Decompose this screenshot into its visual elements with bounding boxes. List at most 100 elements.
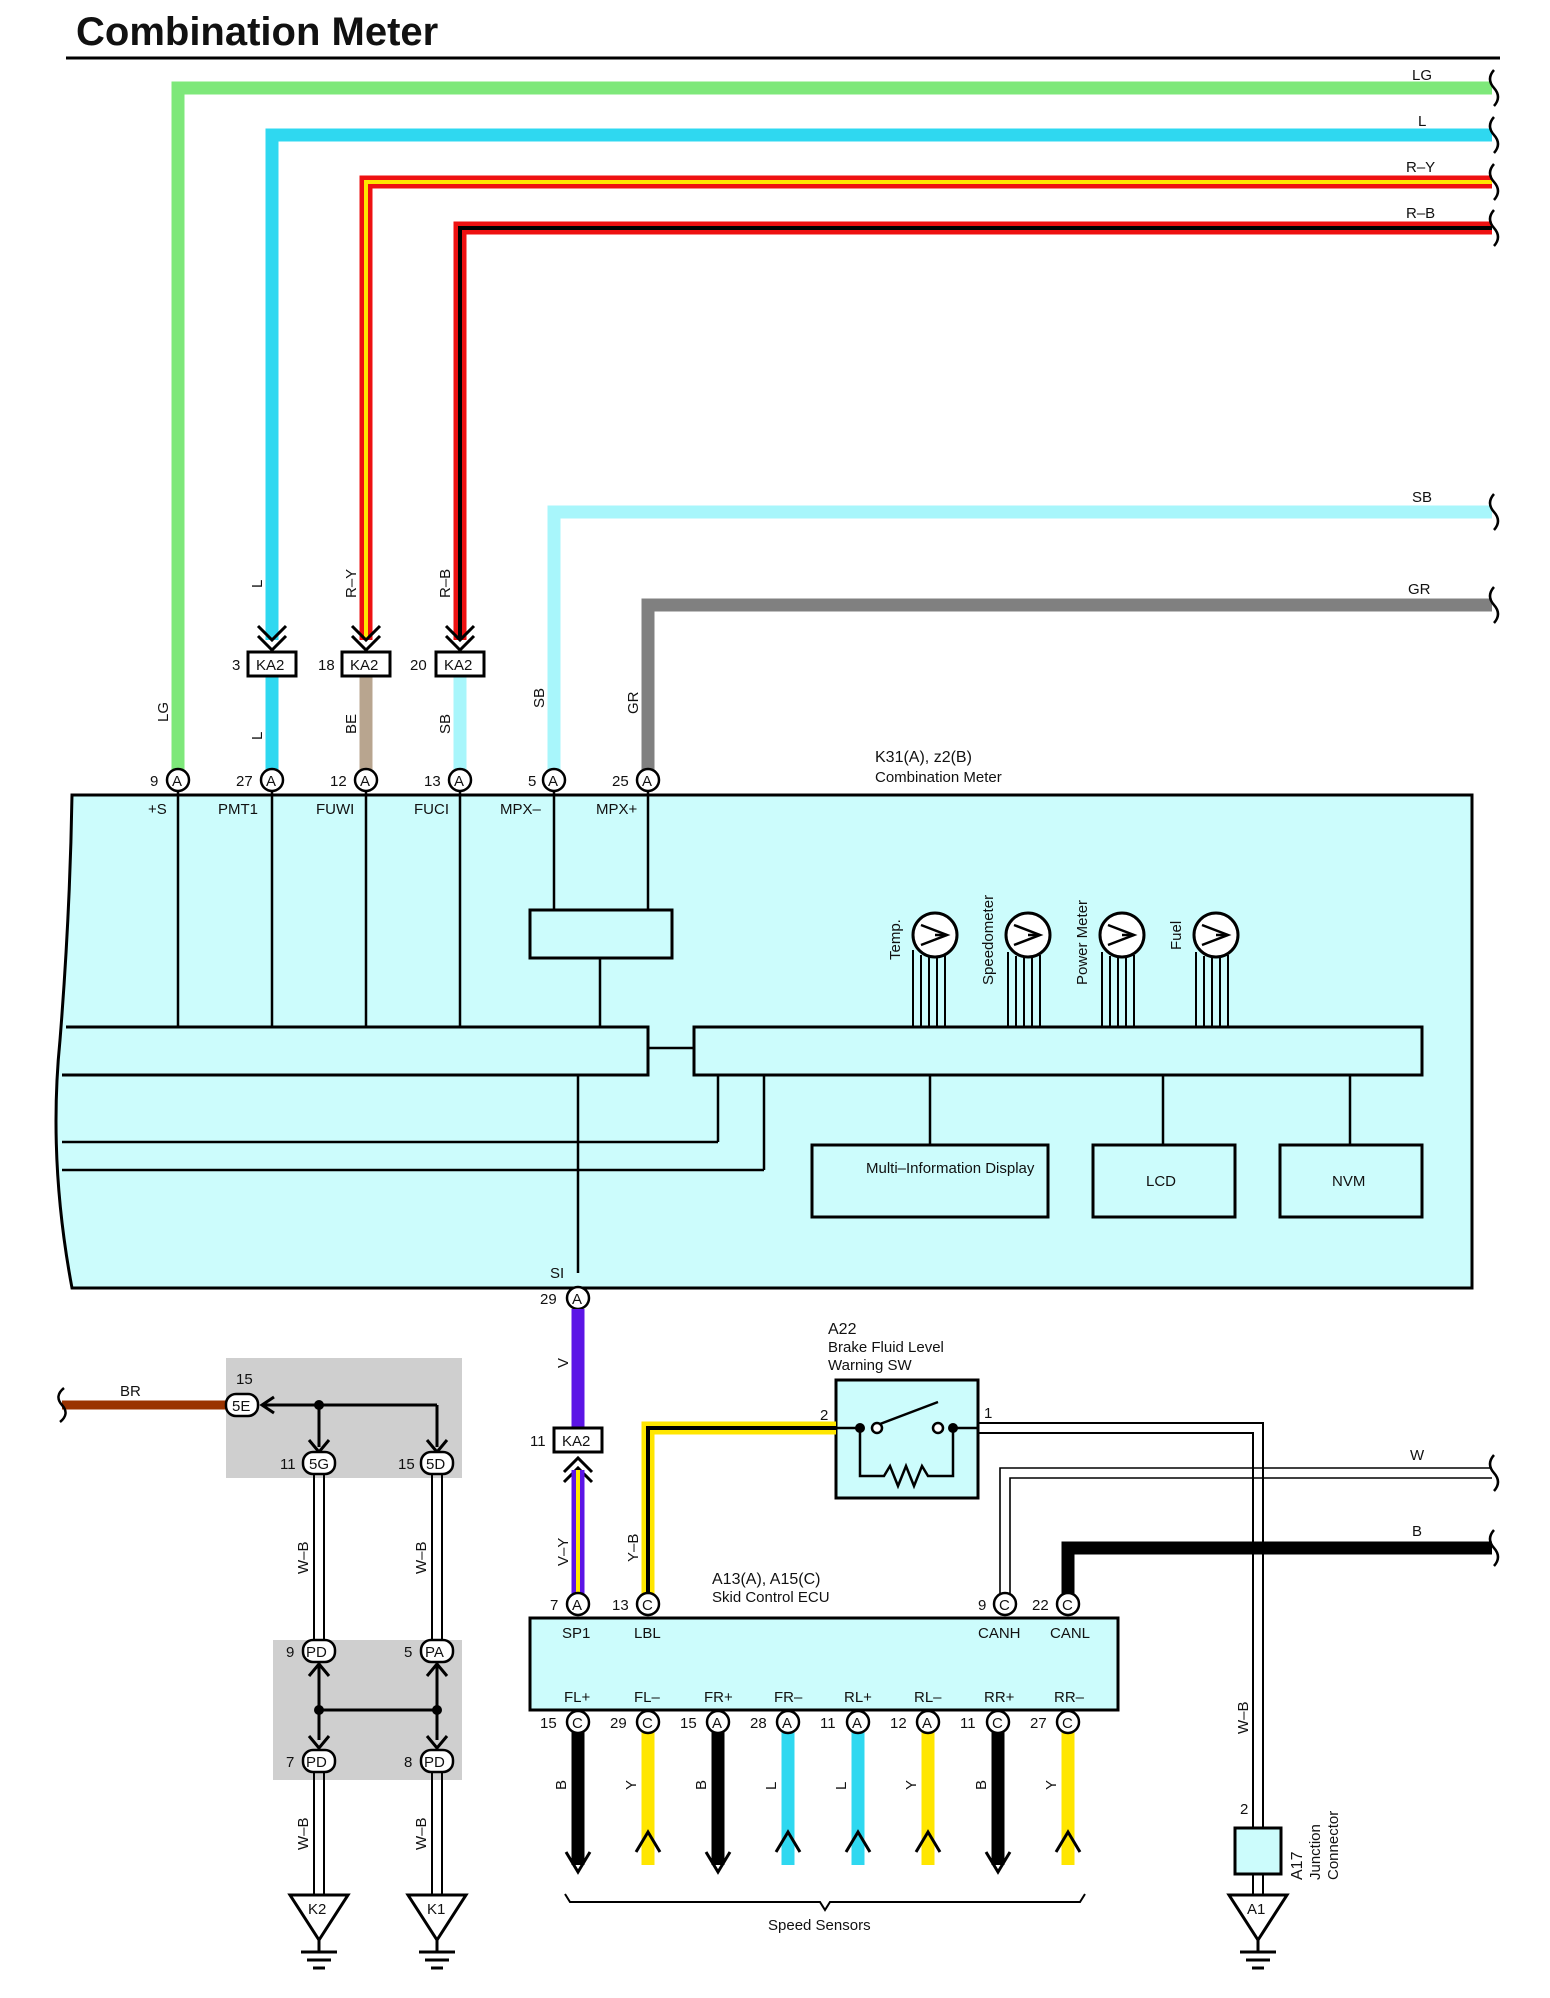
svg-text:12: 12 <box>330 773 347 790</box>
brake-switch-name-1: Brake Fluid Level <box>828 1339 944 1356</box>
page-title: Combination Meter <box>76 10 438 54</box>
ka2-connector-3: KA2 3 <box>232 650 298 678</box>
junction-dot <box>314 1400 324 1410</box>
wire-label: R–Y <box>343 569 360 598</box>
meter-name: Combination Meter <box>875 769 1002 786</box>
wire-sb-mpx <box>547 505 1492 780</box>
svg-text:C: C <box>572 1715 583 1732</box>
svg-text:A: A <box>572 1291 582 1308</box>
arrow-up-icon <box>774 1829 802 1853</box>
junction-5e: 5E <box>224 1392 260 1418</box>
ecu-pin-num: 28 <box>750 1715 767 1732</box>
meter-pin-13: A 13 FUCI <box>414 767 473 818</box>
speed-sensors-label: Speed Sensors <box>768 1917 871 1934</box>
svg-text:7: 7 <box>286 1754 294 1771</box>
junction-connector-a17 <box>1233 1826 1283 1876</box>
svg-text:20: 20 <box>410 657 427 674</box>
ecu-pin-num: 12 <box>890 1715 907 1732</box>
wire-w-b-right-upper <box>431 1474 443 1640</box>
svg-text:22: 22 <box>1032 1597 1049 1614</box>
ecu-pin-num: 11 <box>960 1715 976 1732</box>
nvm-block: NVM <box>1278 1143 1424 1219</box>
edge-label-w: W <box>1410 1447 1425 1464</box>
ka2-connector-20: KA2 20 <box>410 650 486 678</box>
wire-label: SB <box>437 714 454 734</box>
arrow-down-icon <box>564 1851 592 1875</box>
wire-label: R–B <box>437 569 454 598</box>
wire-label: Y <box>623 1780 640 1790</box>
svg-text:29: 29 <box>540 1291 557 1308</box>
wire-a17-ground <box>1252 1874 1264 1895</box>
wire-label: Y <box>903 1780 920 1790</box>
svg-text:C: C <box>1062 1597 1073 1614</box>
wire-w <box>999 1467 1492 1594</box>
wire-label: L <box>763 1782 780 1790</box>
svg-text:25: 25 <box>612 773 629 790</box>
svg-text:7: 7 <box>550 1597 558 1614</box>
svg-text:5D: 5D <box>426 1456 445 1473</box>
edge-label-r-b: R–B <box>1406 205 1435 222</box>
svg-text:Temp.: Temp. <box>887 919 904 960</box>
svg-text:5G: 5G <box>309 1456 329 1473</box>
svg-text:Speedometer: Speedometer <box>980 895 997 985</box>
svg-text:SP1: SP1 <box>562 1625 590 1642</box>
svg-text:KA2: KA2 <box>562 1433 590 1450</box>
junction-connector-name-1: Junction <box>1307 1824 1324 1880</box>
meter-code: K31(A), z2(B) <box>875 749 972 766</box>
brake-switch-pin-1: 1 <box>984 1405 992 1422</box>
junction-connector-pin: 2 <box>1240 1801 1248 1818</box>
junction-internal-lines <box>262 1403 439 1447</box>
wire-end-icon <box>57 1387 67 1423</box>
wire-label: B <box>553 1780 570 1790</box>
ecu-pin-name: RL– <box>914 1689 942 1706</box>
junction-5e-num: 15 <box>236 1371 253 1388</box>
wire-label: Y–B <box>625 1534 642 1562</box>
wire-label: L <box>249 732 266 740</box>
svg-text:8: 8 <box>404 1754 412 1771</box>
chevron-down-icon <box>350 624 382 653</box>
arrow-up-icon <box>1054 1829 1082 1853</box>
meter-pin-5: A 5 MPX– <box>500 767 567 818</box>
skid-control-ecu <box>528 1616 1120 1712</box>
wire-label: GR <box>625 691 642 714</box>
wire-label: BE <box>343 714 360 734</box>
brake-switch-pin-2: 2 <box>820 1407 828 1424</box>
wire-r-y <box>359 175 1492 640</box>
svg-text:PD: PD <box>306 1754 327 1771</box>
wire-label: V–Y <box>555 1538 572 1566</box>
junction-connector-code: A17 <box>1289 1851 1306 1880</box>
mpx-interface-box <box>528 908 674 960</box>
ecu-pin-num: 11 <box>820 1715 836 1732</box>
svg-text:13: 13 <box>612 1597 629 1614</box>
meter-right-bus <box>692 1025 1424 1077</box>
svg-text:A: A <box>548 773 558 790</box>
svg-text:Fuel: Fuel <box>1168 921 1185 950</box>
wire-b-canl <box>1061 1541 1492 1594</box>
junction-5d: 5D 15 <box>398 1450 455 1476</box>
connector-pd-9: PD 9 <box>286 1638 337 1664</box>
si-pin-name: SI <box>550 1265 564 1282</box>
svg-text:FUCI: FUCI <box>414 801 449 818</box>
svg-text:A: A <box>360 773 370 790</box>
wire-y-b <box>641 1421 836 1594</box>
svg-text:9: 9 <box>286 1644 294 1661</box>
lcd-block: LCD <box>1091 1143 1237 1219</box>
wire-label: BR <box>120 1383 141 1400</box>
gauge-power-meter-icon: Power Meter <box>1074 900 1146 1027</box>
svg-text:FUWI: FUWI <box>316 801 354 818</box>
ecu-pin-num: 15 <box>680 1715 697 1732</box>
svg-text:A: A <box>712 1715 722 1732</box>
connector-pa-5: PA 5 <box>404 1638 455 1664</box>
speed-sensors-brace <box>564 1893 1086 1912</box>
svg-text:MPX+: MPX+ <box>596 801 638 818</box>
svg-text:A: A <box>922 1715 932 1732</box>
svg-text:A1: A1 <box>1247 1901 1265 1918</box>
svg-text:11: 11 <box>280 1456 296 1473</box>
ecu-pin-num: 29 <box>610 1715 627 1732</box>
svg-text:18: 18 <box>318 657 335 674</box>
svg-text:LCD: LCD <box>1146 1173 1176 1190</box>
ecu-pin-sp1: A 7 SP1 <box>550 1591 590 1642</box>
ka2-connector-18: KA2 18 <box>318 650 392 678</box>
